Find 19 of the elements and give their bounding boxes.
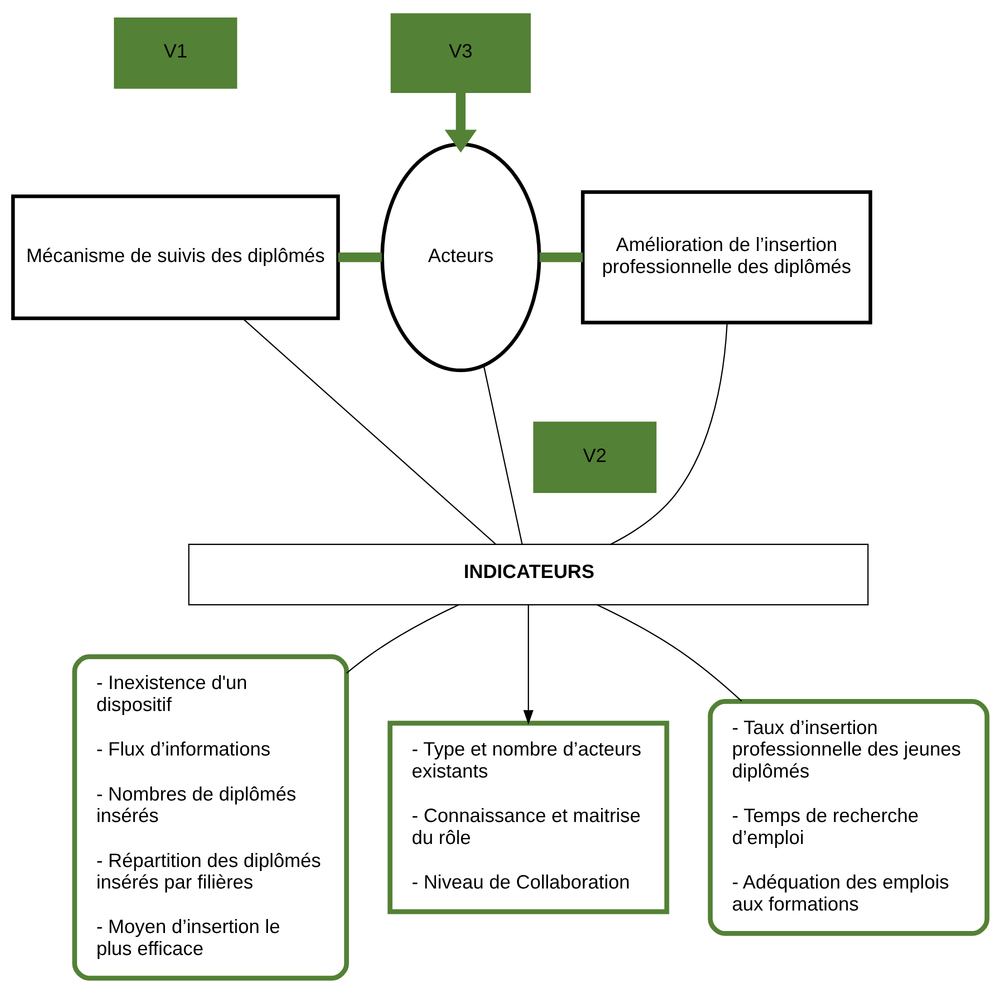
node-box: - Inexistence d'un dispositif - Flux d’informations - Nombres de diplômés insérés - Répartition des diplômés insérés par filières - Moyen d’insertion le plus efficace [72, 654, 349, 980]
node-ellipse: Acteurs [380, 142, 542, 372]
connector [242, 318, 496, 544]
connector [338, 252, 382, 262]
node-box: V1 [114, 16, 238, 88]
connector [346, 604, 459, 674]
node-box: - Taux d’insertion professionnelle des jeunes diplômés - Temps de recherche d’emploi - Adéquation des emplois aux formations [708, 698, 990, 936]
node-box: V3 [390, 12, 531, 92]
connector [483, 364, 523, 544]
arrow [444, 92, 477, 152]
connector [540, 252, 583, 262]
node-box: V2 [533, 421, 656, 492]
connector [596, 604, 742, 702]
node-box: INDICATEURS [188, 543, 869, 605]
node-box: - Type et nombre d’acteurs existants - Connaissance et maitrise du rôle - Niveau de Collaboration [388, 720, 670, 914]
node-box: Mécanisme de suivis des diplômés [11, 194, 340, 320]
arrow [523, 604, 534, 724]
node-box: Amélioration de l’insertion professionnelle des diplômés [580, 190, 872, 324]
connector [610, 322, 728, 544]
